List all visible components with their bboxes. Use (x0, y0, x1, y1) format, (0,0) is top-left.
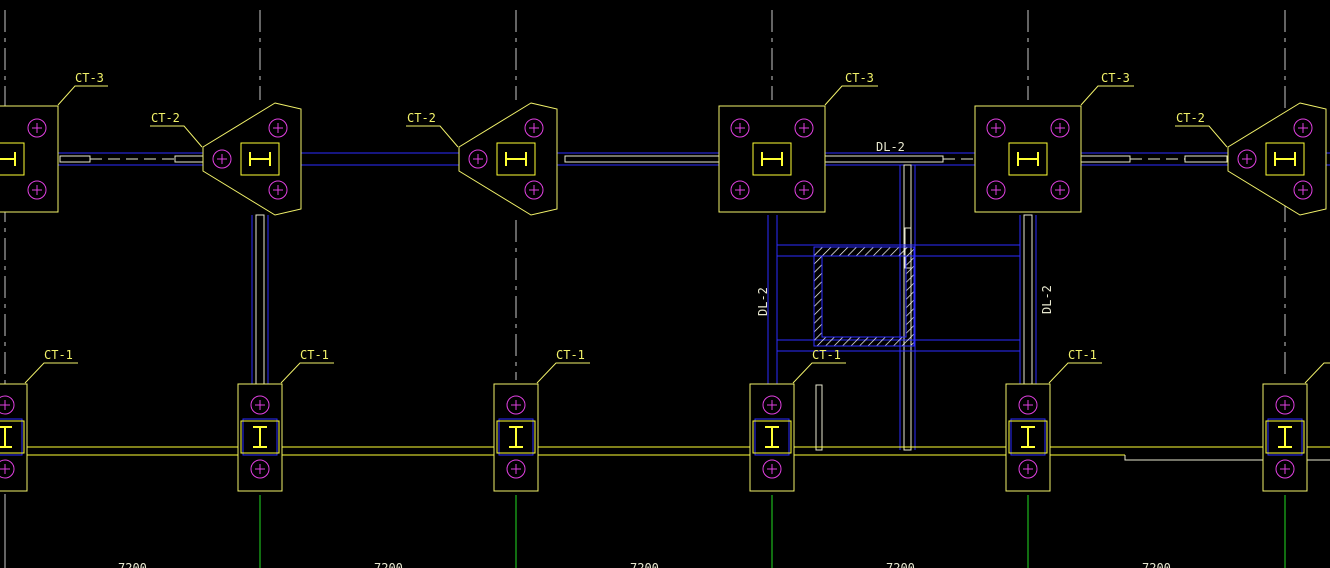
bolt-symbol (268, 180, 288, 200)
bolt-symbol (986, 118, 1006, 138)
ct3-label-text: CT-3 (845, 71, 874, 85)
bolt-symbol (1293, 118, 1313, 138)
h-pile-symbol (1008, 420, 1048, 454)
ct3-label-2: CT-3 (824, 71, 878, 106)
h-pile-symbol (1265, 420, 1305, 454)
ct3-label-3: CT-3 (1080, 71, 1134, 106)
bolt-symbol (1050, 180, 1070, 200)
bolt-symbol (1018, 395, 1038, 415)
ct1-label-text: CT-1 (812, 348, 841, 362)
bolt-symbol (268, 118, 288, 138)
ct1-label-text: CT-1 (1068, 348, 1097, 362)
h-pile-symbol (752, 142, 792, 176)
cap-ct1 (749, 383, 795, 492)
bottom-tie-beam (0, 446, 1330, 461)
ct2-label-text: CT-2 (151, 111, 180, 125)
bolt-symbol (730, 118, 750, 138)
h-pile-symbol (1265, 142, 1305, 176)
bolt-symbol (27, 118, 47, 138)
ct1-label-text: CT-1 (300, 348, 329, 362)
bolt-symbol (1275, 459, 1295, 479)
bolt-symbol (506, 459, 526, 479)
vertical-tie-beams (251, 164, 1037, 451)
span-dimension: 7200 (1142, 561, 1171, 568)
ct3-label-1: CT-3 (57, 71, 108, 106)
bolt-symbol (27, 180, 47, 200)
ct1-label-6 (1304, 362, 1330, 384)
bolt-symbol (250, 395, 270, 415)
bolt-symbol (762, 459, 782, 479)
bolt-symbol (1293, 180, 1313, 200)
bolt-symbol (250, 459, 270, 479)
ct2-label-3: CT-2 (1175, 111, 1228, 148)
ct1-label-4: CT-1 (792, 348, 846, 384)
dl2-label-horizontal: DL-2 (876, 140, 905, 154)
bolt-symbol (730, 180, 750, 200)
span-dimension: 7200 (118, 561, 147, 568)
h-pile-symbol (1008, 142, 1048, 176)
bolt-symbol (1018, 459, 1038, 479)
bolt-symbol (506, 395, 526, 415)
h-pile-symbol (240, 142, 280, 176)
bolt-symbol (0, 395, 15, 415)
h-pile-symbol (752, 420, 792, 454)
bolt-symbol (524, 118, 544, 138)
ct1-label-1: CT-1 (24, 348, 78, 384)
bolt-symbol (986, 180, 1006, 200)
ct2-label-1: CT-2 (150, 111, 203, 148)
ct3-label-text: CT-3 (75, 71, 104, 85)
hatched-opening (813, 246, 915, 347)
bolt-symbol (1275, 395, 1295, 415)
cap-ct1 (493, 383, 539, 492)
bolt-symbol (794, 180, 814, 200)
bolt-symbol (212, 149, 232, 169)
span-dimensions: 7200 7200 7200 7200 7200 (118, 561, 1171, 568)
bolt-symbol (1050, 118, 1070, 138)
h-pile-symbol (496, 420, 536, 454)
span-dimension: 7200 (886, 561, 915, 568)
cap-ct1 (1005, 383, 1051, 492)
grid-axes (4, 10, 1286, 568)
dl2-label-vertical: DL-2 (756, 287, 770, 316)
span-dimension: 7200 (374, 561, 403, 568)
h-pile-symbol (496, 142, 536, 176)
h-pile-symbol (240, 420, 280, 454)
bolt-symbol (524, 180, 544, 200)
ct2-label-text: CT-2 (407, 111, 436, 125)
cap-ct3 (974, 105, 1082, 213)
bolt-symbol (762, 395, 782, 415)
h-pile-symbol (0, 142, 25, 176)
ct3-label-text: CT-3 (1101, 71, 1130, 85)
cap-ct2 (1227, 102, 1327, 216)
top-tie-beam (0, 152, 1330, 166)
ct2-label-2: CT-2 (406, 111, 459, 148)
h-pile-symbol (0, 420, 25, 454)
bolt-symbol (0, 459, 15, 479)
bolt-symbol (1237, 149, 1257, 169)
cap-ct1 (1262, 383, 1308, 492)
cap-ct2 (202, 102, 302, 216)
cap-ct3 (718, 105, 826, 213)
cap-ct3 (0, 105, 59, 213)
ct1-label-text: CT-1 (556, 348, 585, 362)
bolt-symbol (794, 118, 814, 138)
cap-ct1 (0, 383, 28, 492)
ct1-label-5: CT-1 (1048, 348, 1102, 384)
ct1-label-2: CT-1 (280, 348, 334, 384)
cap-ct2 (458, 102, 558, 216)
ct2-label-text: CT-2 (1176, 111, 1205, 125)
span-dimension: 7200 (630, 561, 659, 568)
bolt-symbol (468, 149, 488, 169)
cap-ct1 (237, 383, 283, 492)
ct1-label-3: CT-1 (536, 348, 590, 384)
dl2-label-vertical: DL-2 (1040, 285, 1054, 314)
ct1-label-text: CT-1 (44, 348, 73, 362)
